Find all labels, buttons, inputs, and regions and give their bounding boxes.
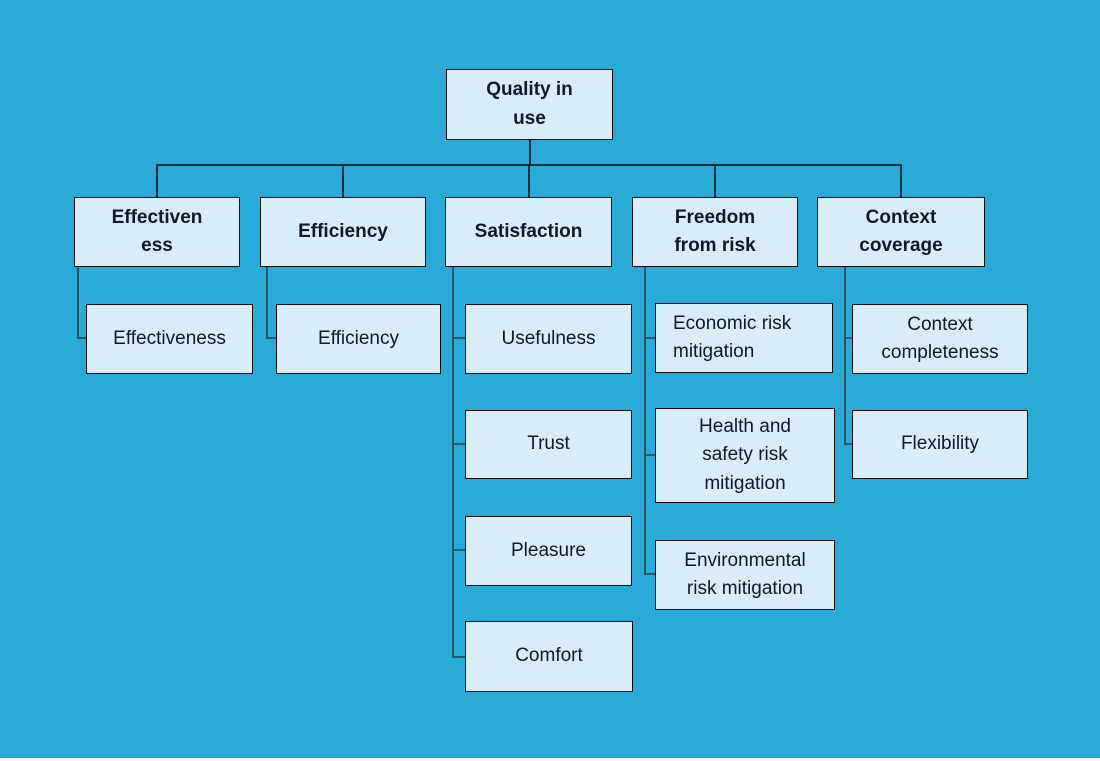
branch-risk-stub-economic	[644, 337, 655, 339]
node-satisfaction: Satisfaction	[445, 197, 612, 267]
node-pleasure: Pleasure	[465, 516, 632, 586]
connector-drop-efficiency	[342, 164, 344, 198]
node-environmental-risk-mitigation: Environmental risk mitigation	[655, 540, 835, 610]
branch-effectiveness-vertical	[77, 267, 79, 339]
node-efficiency-sub: Efficiency	[276, 304, 441, 374]
branch-efficiency-stub	[266, 337, 276, 339]
branch-context-stub-completeness	[844, 337, 852, 339]
branch-context-stub-flexibility	[844, 443, 852, 445]
branch-risk-stub-health	[644, 454, 655, 456]
branch-risk-vertical	[644, 267, 646, 575]
branch-satisfaction-vertical	[452, 267, 454, 658]
branch-satisfaction-stub-pleasure	[452, 549, 465, 551]
node-quality-in-use: Quality in use	[446, 69, 613, 140]
branch-effectiveness-stub	[77, 337, 86, 339]
node-efficiency: Efficiency	[260, 197, 426, 267]
node-context-coverage: Context coverage	[817, 197, 985, 267]
branch-risk-stub-environmental	[644, 573, 655, 575]
node-flexibility: Flexibility	[852, 410, 1028, 479]
branch-satisfaction-stub-usefulness	[452, 337, 465, 339]
node-trust: Trust	[465, 410, 632, 479]
node-effectiveness: Effectiven ess	[74, 197, 240, 267]
node-health-safety-risk-mitigation: Health and safety risk mitigation	[655, 408, 835, 503]
connector-drop-satisfaction	[528, 164, 530, 198]
node-effectiveness-sub: Effectiveness	[86, 304, 253, 374]
canvas-bottom-edge	[0, 758, 1100, 761]
node-context-completeness: Context completeness	[852, 304, 1028, 374]
branch-satisfaction-stub-comfort	[452, 656, 465, 658]
branch-satisfaction-stub-trust	[452, 443, 465, 445]
node-comfort: Comfort	[465, 621, 633, 692]
node-economic-risk-mitigation: Economic risk mitigation	[655, 303, 833, 373]
connector-drop-freedom-from-risk	[714, 164, 716, 198]
node-freedom-from-risk: Freedom from risk	[632, 197, 798, 267]
node-usefulness: Usefulness	[465, 304, 632, 374]
branch-context-vertical	[844, 267, 846, 445]
connector-drop-effectiveness	[156, 164, 158, 198]
branch-efficiency-vertical	[266, 267, 268, 339]
connector-drop-context-coverage	[900, 164, 902, 198]
connector-root-drop	[529, 139, 531, 165]
